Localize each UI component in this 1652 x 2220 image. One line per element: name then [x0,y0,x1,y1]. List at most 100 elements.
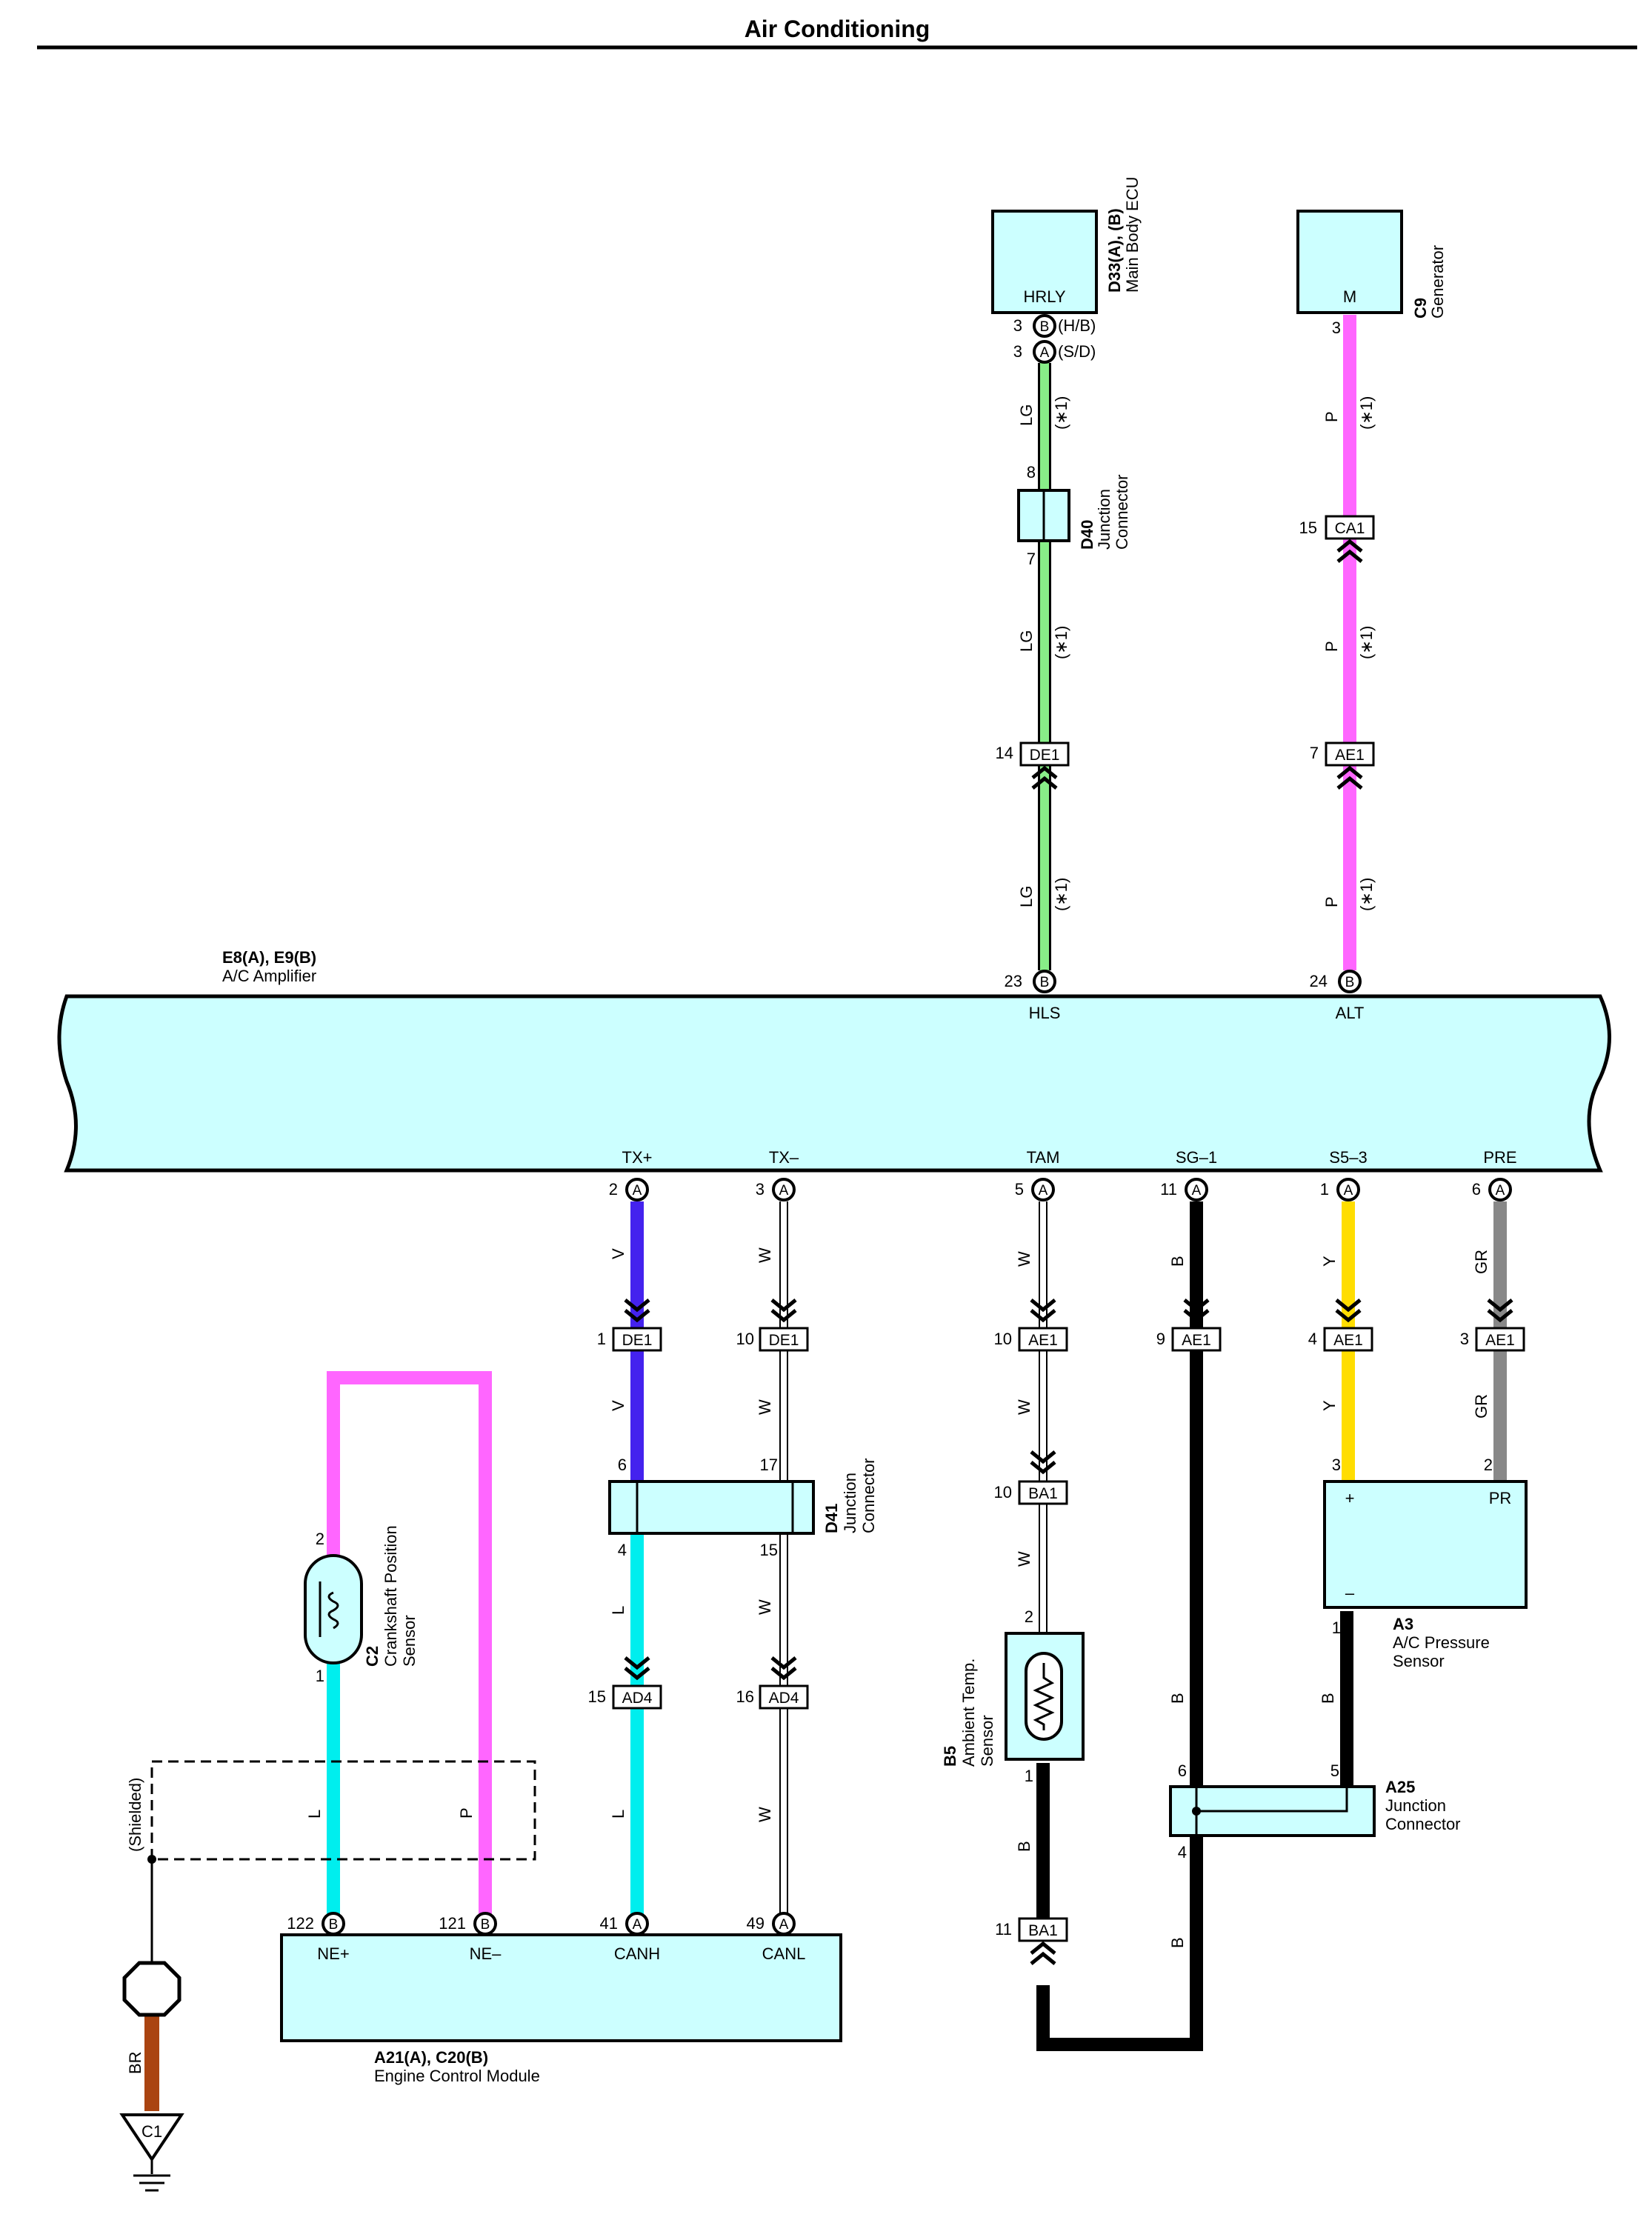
wire-label-p-3: P [1322,896,1341,907]
ac-amplifier: E8(A), E9(B) A/C Amplifier B 23 HLS B 24… [57,948,1611,1201]
ecm-name: Engine Control Module [374,2067,540,2085]
conn-gnd-pin: 11 [995,1920,1012,1939]
conn-tam1-name: AE1 [1028,1332,1058,1349]
generator-code: C9 [1411,298,1430,319]
amp-hls-label: HLS [1029,1004,1061,1022]
wire-label-w-6: W [756,1599,774,1615]
shield: (Shielded) [126,1760,536,1864]
ground-lug-icon [122,1961,181,2017]
amp-s5-conn: A [1344,1183,1353,1199]
d41-junction-connector: 6 17 4 15 D41 Junction Connector [608,1456,878,1559]
wire-label-l-3: L [305,1810,324,1819]
conn-s5-name: AE1 [1333,1332,1363,1349]
conn-pre-pin: 3 [1460,1330,1469,1348]
wire-label-gr-1: GR [1472,1250,1491,1274]
b5-name2: Sensor [978,1715,996,1767]
c2-name: Crankshaft Position [382,1525,400,1667]
ecm-neplus-pin: 122 [287,1914,314,1933]
c2-name2: Sensor [400,1615,419,1667]
wire-note-1: (∗1) [1052,396,1070,430]
main-body-ecu-pin1: 3 [1013,316,1022,335]
a3-pin-pr: 2 [1484,1456,1493,1474]
ground-wire-label: BR [126,2051,144,2074]
conn-canl-pin: 16 [736,1687,754,1706]
main-body-ecu-conn1: B [1040,319,1050,335]
ecm-term-canl: A 49 CANL [747,1912,805,1963]
c2-code: C2 [363,1646,382,1667]
main-body-ecu-name: Main Body ECU [1123,176,1142,293]
amp-term-sg: SG–1 A 11 [1160,1148,1217,1201]
amp-txp-pin: 2 [609,1180,618,1199]
d40-code: D40 [1078,520,1096,550]
c2-pin-top: 2 [316,1530,324,1548]
amp-txm-label: TX– [769,1148,799,1167]
wire-p-ne-minus [327,1371,492,1919]
main-body-ecu-conn2: A [1040,345,1050,361]
a3-plus: + [1345,1489,1355,1507]
a3-pin-plus: 3 [1332,1456,1341,1474]
alt-wire-labels: P (∗1) P (∗1) P (∗1) [1322,396,1376,911]
wire-label-l-2: L [609,1810,627,1819]
connector-ca1: 15 CA1 [1299,515,1375,563]
amp-term-txp: TX+ A 2 [609,1148,652,1201]
wire-label-lg-1: LG [1017,404,1036,426]
generator-terminal: M [1343,287,1356,306]
ecm-neplus-conn: B [329,1917,339,1933]
wire-b-ground-return [1036,1644,1203,2051]
amp-tam-conn: A [1039,1183,1048,1199]
a3-name2: Sensor [1393,1652,1445,1670]
wire-label-lg-2: LG [1017,630,1036,652]
d40-junction-connector: 8 7 D40 Junction Connector [1017,463,1131,568]
amp-term-tam: TAM A 5 [1015,1148,1060,1201]
ecm-neminus-pin: 121 [439,1914,466,1933]
a25-name: Junction [1385,1796,1446,1815]
amp-tam-pin: 5 [1015,1180,1024,1199]
amp-alt-label: ALT [1336,1004,1365,1022]
wire-label-w-3: W [1015,1251,1033,1267]
wire-note-2: (∗1) [1052,626,1070,659]
connector-ae1-alt: 7 AE1 [1310,741,1375,790]
wire-label-y-1: Y [1320,1256,1339,1267]
wire-label-w-4: W [1015,1399,1033,1415]
ecm-neminus-label: NE– [470,1944,502,1963]
conn-txp-name: DE1 [622,1332,653,1349]
connector-de1-hls: 14 DE1 [996,741,1070,790]
ecm-canh-label: CANH [614,1944,660,1963]
conn-ae1-alt-name: AE1 [1335,747,1365,764]
amp-pre-pin: 6 [1472,1180,1481,1199]
conn-sg-name: AE1 [1182,1332,1211,1349]
amp-tam-label: TAM [1027,1148,1060,1167]
main-body-ecu: HRLY D33(A), (B) Main Body ECU B 3 (H/B)… [991,176,1142,364]
d41-pin-bl: 4 [618,1541,627,1559]
generator-name: Generator [1428,245,1447,319]
a3-pr: PR [1489,1489,1512,1507]
a3-pin-minus: 1 [1332,1619,1341,1637]
conn-tam2-pin: 10 [994,1483,1012,1501]
d41-name2: Connector [859,1458,878,1533]
d41-pin-tr: 17 [760,1456,778,1474]
amp-txp-conn: A [633,1183,642,1199]
wire-label-y-2: Y [1320,1400,1339,1411]
ecm-term-neminus: B 121 NE– [439,1912,502,1963]
amplifier-body [57,994,1611,1173]
wire-label-b-3: B [1168,1937,1187,1948]
wire-label-w-1: W [756,1247,774,1263]
connector-de1-txm: 10 DE1 [736,1299,809,1352]
amp-alt-pin: 24 [1310,972,1328,990]
a25-pin-5: 5 [1330,1761,1339,1780]
a3-code: A3 [1393,1615,1413,1633]
wire-note-4: (∗1) [1357,396,1376,430]
d40-pin-bottom: 7 [1027,550,1036,568]
amp-hls-pin: 23 [1005,972,1022,990]
wire-note-3: (∗1) [1052,878,1070,911]
ecm-canl-conn: A [779,1917,789,1933]
engine-control-module: B 122 NE+ B 121 NE– A 41 CANH A 49 CANL … [280,1912,842,2085]
conn-canh-name: AD4 [622,1690,653,1707]
amp-term-txm: TX– A 3 [756,1148,799,1201]
conn-txm-pin: 10 [736,1330,754,1348]
amp-pre-conn: A [1496,1183,1505,1199]
d41-code: D41 [822,1504,841,1533]
wire-label-w-5: W [1015,1551,1033,1567]
ecm-canh-conn: A [633,1917,642,1933]
ecm-canl-pin: 49 [747,1914,765,1933]
